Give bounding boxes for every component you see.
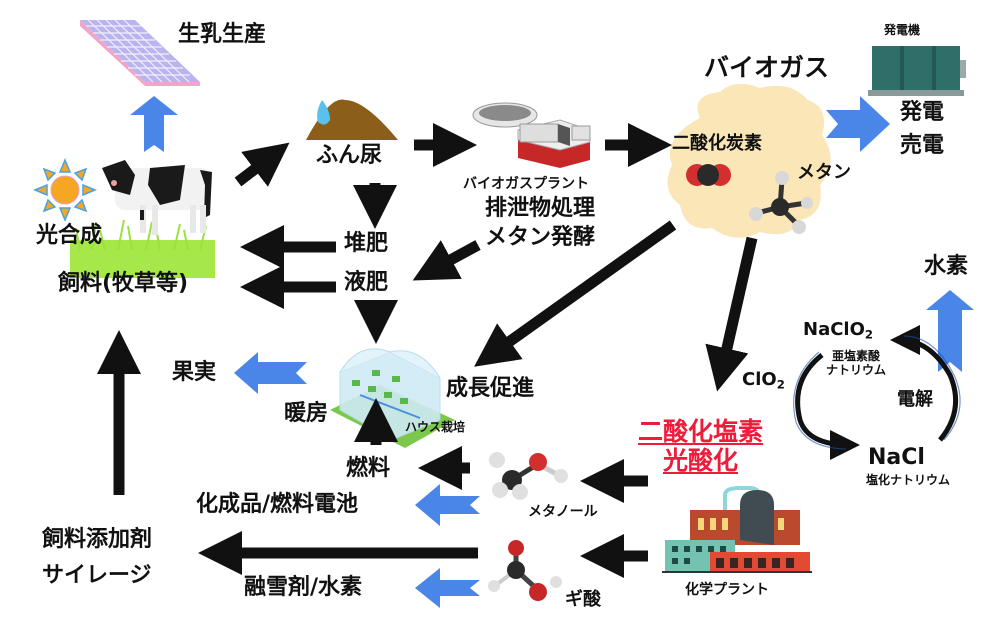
methane-molecule-icon (749, 171, 813, 234)
label-liquid-fertilizer: 液肥 (344, 270, 389, 295)
chemical-plant-icon (662, 486, 812, 573)
label-fruit: 果実 (172, 360, 217, 385)
label-generator: 発電機 (884, 23, 921, 37)
label-chemicals-fuel-cell: 化成品/燃料電池 (196, 492, 359, 517)
arrow-biogas-to-power (826, 96, 890, 152)
label-biogas-plant: バイオガスプラント (463, 176, 589, 192)
arrow-greenhouse-to-fruit (234, 352, 307, 394)
arrow-electrolysis-to-hydrogen (926, 290, 974, 372)
arrow-cow-to-manure (234, 142, 290, 187)
label-power-sale: 売電 (900, 133, 945, 158)
label-chemical-plant: 化学プラント (685, 582, 769, 598)
flow-arrows (97, 123, 758, 578)
arrow-methanol-to-chemicals (415, 484, 480, 526)
label-hydrogen: 水素 (924, 254, 969, 279)
label-clo2: ClO2 (742, 369, 785, 392)
label-power-generation: 発電 (900, 100, 945, 125)
arrow-formic-to-snowmelt (415, 568, 480, 608)
label-greenhouse: ハウス栽培 (405, 420, 466, 434)
arrow-biogas-to-clo2 (705, 236, 758, 392)
cow-icon (102, 160, 212, 235)
manure-pile-icon (306, 99, 398, 140)
label-photosynthesis: 光合成 (36, 223, 103, 248)
label-manure: ふん尿 (316, 143, 383, 168)
label-fuel: 燃料 (346, 456, 391, 481)
arrow-plant-to-liquid (412, 240, 481, 281)
label-formic-acid: ギ酸 (565, 589, 601, 610)
label-waste-treatment: 排泄物処理 (485, 196, 596, 221)
product-arrows (234, 352, 480, 608)
label-feed: 飼料(牧草等) (58, 271, 189, 296)
biogas-plant-icon (472, 102, 591, 168)
label-methane-fermentation: メタン発酵 (485, 225, 596, 250)
label-silage: サイレージ (42, 563, 152, 588)
chlorine-cycle (795, 325, 959, 460)
label-clo2-photooxidation: 二酸化塩素光酸化 (638, 417, 764, 475)
methanol-molecule-icon (489, 452, 568, 500)
label-compost: 堆肥 (344, 231, 389, 256)
label-biogas: バイオガス (704, 53, 830, 82)
co2-molecule-icon (686, 164, 731, 186)
sun-icon (33, 158, 97, 222)
label-nacl: NaCl (868, 445, 925, 470)
grass-icon (70, 219, 215, 278)
label-heating: 暖房 (284, 401, 329, 426)
label-co2: 二酸化炭素 (672, 133, 762, 154)
label-growth-promotion: 成長促進 (446, 376, 535, 401)
formic-acid-molecule-icon (488, 540, 562, 601)
arrow-co2-to-growth (474, 220, 677, 367)
label-methanol: メタノール (528, 504, 598, 520)
biogas-cloud (667, 83, 831, 238)
arrow-cow-to-milk (130, 96, 178, 152)
label-sodium-chloride: 塩化ナトリウム (866, 473, 951, 487)
label-naclo2: NaClO2 (803, 319, 874, 342)
label-milk-production: 生乳生産 (178, 22, 267, 47)
milk-bottles-icon (80, 19, 200, 86)
label-methane: メタン (797, 162, 851, 183)
generator-icon (868, 46, 966, 96)
label-feed-additive: 飼料添加剤 (42, 527, 153, 552)
label-snowmelt-hydrogen: 融雪剤/水素 (244, 575, 363, 600)
label-sodium-chlorite: 亜塩素酸ナトリウム (826, 349, 887, 377)
label-electrolysis: 電解 (897, 389, 933, 410)
